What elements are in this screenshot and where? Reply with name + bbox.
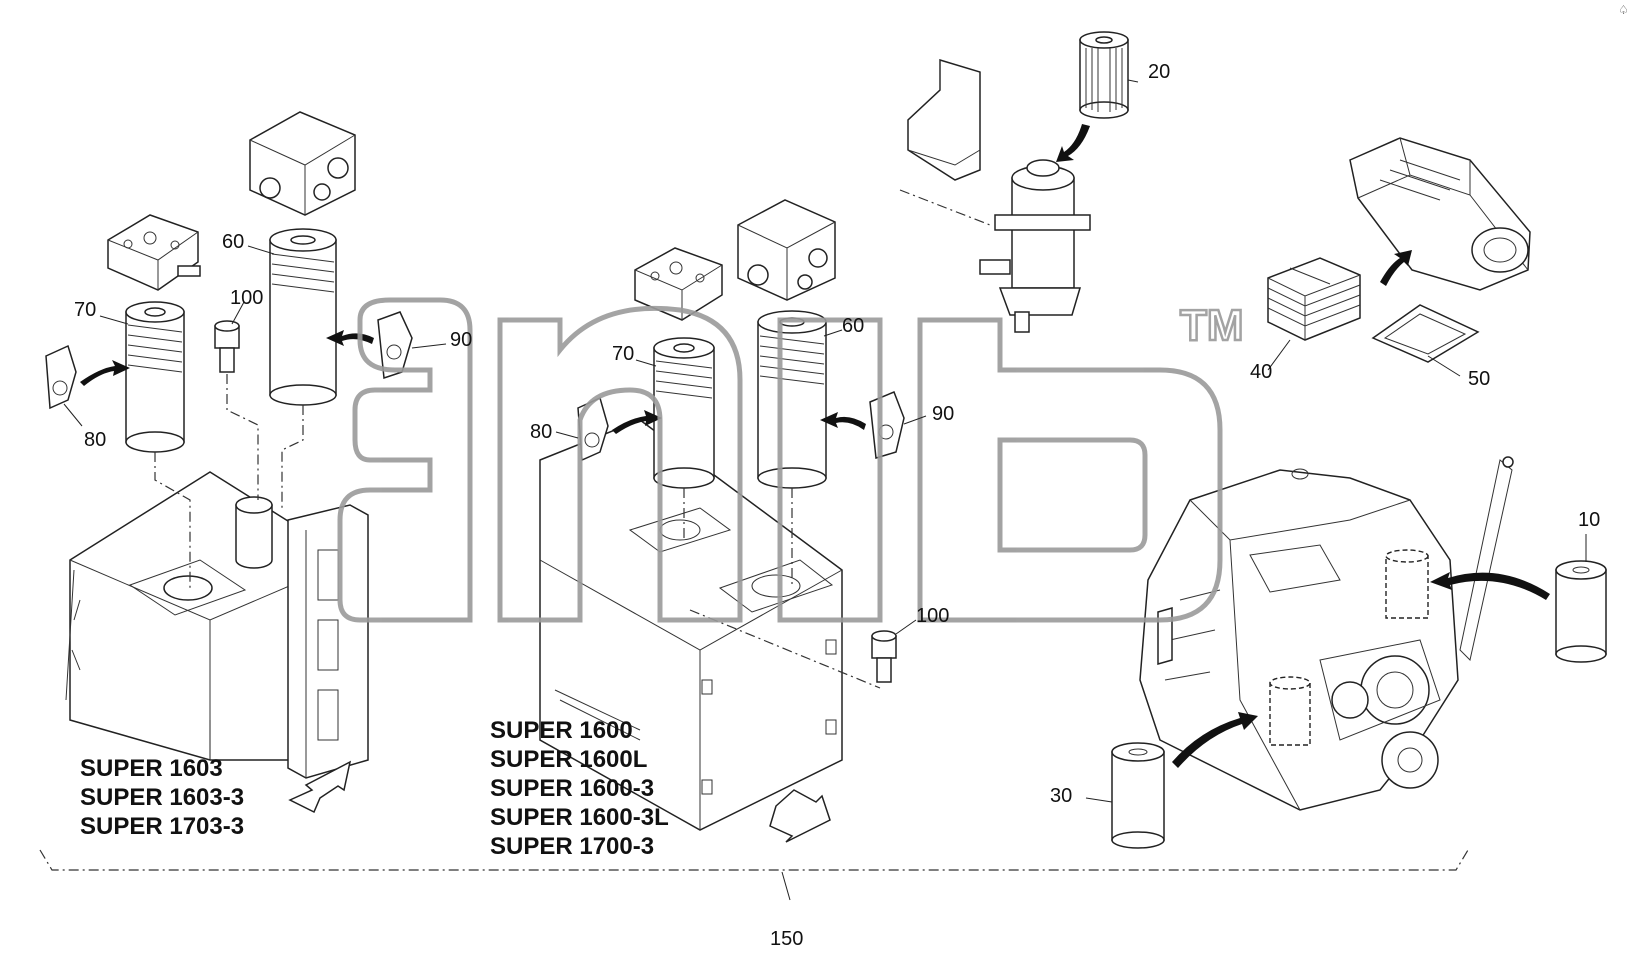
fuel-filter-element-20 — [1079, 31, 1129, 119]
trademark-symbol: TM — [1180, 301, 1244, 350]
bolt-100-left — [214, 320, 240, 373]
callout-60-right: 60 — [842, 315, 864, 337]
left-filter-head-small — [107, 214, 201, 291]
watermark-logo: TM — [337, 297, 1245, 623]
leader-70-right — [635, 359, 657, 367]
leader-100-left — [231, 301, 245, 325]
model-list-center: SUPER 1600 SUPER 1600L SUPER 1600-3 SUPE… — [490, 717, 669, 860]
model-center-2: SUPER 1600L — [490, 746, 647, 773]
leader-70-left — [99, 315, 129, 325]
direction-arrow-center — [769, 789, 831, 843]
callout-80-right: 80 — [530, 421, 552, 443]
air-filter-element-50 — [1371, 304, 1480, 363]
oil-bottle-90-right — [869, 391, 905, 459]
callout-20: 20 — [1148, 61, 1170, 83]
callout-10: 10 — [1578, 509, 1600, 531]
left-filter-port — [235, 496, 273, 569]
callout-90-left: 90 — [450, 329, 472, 351]
center-filter-head-small — [634, 247, 723, 321]
bracket-line — [899, 189, 991, 226]
group-bracket-150 — [39, 849, 1469, 871]
engine-filter-location-upper — [1385, 549, 1429, 619]
arrow-90-right — [820, 412, 866, 430]
fuel-filter-housing — [979, 159, 1091, 333]
oil-bottle-80-left — [45, 344, 77, 410]
arrow-40 — [1380, 250, 1412, 286]
left-sight-gauge — [287, 504, 369, 779]
engine-filter-location-lower — [1269, 676, 1311, 746]
arrow-80-right — [612, 410, 662, 434]
leader-90-left — [411, 343, 447, 349]
leader-100-right — [895, 619, 917, 635]
model-list-left: SUPER 1603 SUPER 1603-3 SUPER 1703-3 — [80, 755, 244, 840]
leader-40 — [1267, 339, 1291, 371]
engine-assembly — [1139, 456, 1514, 811]
callout-100-right: 100 — [916, 605, 949, 627]
leader-90-right — [903, 415, 927, 425]
bolt-100-right — [871, 630, 897, 683]
assembly-line-70-left — [154, 452, 191, 590]
callout-60-left: 60 — [222, 231, 244, 253]
callout-70-left: 70 — [74, 299, 96, 321]
left-filter-head-large — [249, 111, 356, 216]
assembly-line-60-left — [281, 405, 304, 510]
filter-element-70-left — [125, 301, 185, 453]
model-left-1: SUPER 1603 — [80, 755, 223, 782]
leader-60-right — [823, 329, 843, 337]
direction-arrow-left — [288, 760, 352, 814]
arrow-30 — [1172, 712, 1258, 768]
arrow-80-left — [80, 360, 130, 386]
callout-100-left: 100 — [230, 287, 263, 309]
callout-50: 50 — [1468, 368, 1490, 390]
fuel-filter-30 — [1111, 742, 1165, 849]
oil-filter-10 — [1555, 560, 1607, 663]
fuel-filter-bracket — [907, 58, 981, 181]
leader-80-right — [555, 431, 579, 439]
assembly-line-100-left — [226, 374, 259, 500]
leader-30 — [1085, 797, 1113, 803]
leader-80-left — [63, 403, 83, 427]
air-cleaner-housing — [1349, 137, 1531, 291]
filter-element-60-left — [269, 228, 337, 406]
leader-150 — [781, 871, 791, 901]
callout-30: 30 — [1050, 785, 1072, 807]
model-left-2: SUPER 1603-3 — [80, 784, 244, 811]
model-left-3: SUPER 1703-3 — [80, 813, 244, 840]
arrow-20 — [1056, 124, 1090, 162]
callout-40: 40 — [1250, 361, 1272, 383]
callout-80-left: 80 — [84, 429, 106, 451]
leader-20 — [1127, 79, 1139, 83]
callout-90-right: 90 — [932, 403, 954, 425]
leader-50 — [1427, 355, 1461, 377]
model-center-5: SUPER 1700-3 — [490, 833, 654, 860]
callout-70-right: 70 — [612, 343, 634, 365]
leader-60-left — [247, 245, 275, 255]
center-filter-head-large — [737, 199, 836, 301]
filter-element-70-right — [653, 337, 715, 489]
model-center-3: SUPER 1600-3 — [490, 775, 654, 802]
arrow-10 — [1430, 572, 1550, 600]
model-center-1: SUPER 1600 — [490, 717, 633, 744]
air-filter-element-40 — [1267, 257, 1361, 341]
callout-150: 150 — [770, 928, 803, 950]
model-center-4: SUPER 1600-3L — [490, 804, 669, 831]
assembly-line-100-right — [689, 609, 881, 689]
corner-mark: ♤ — [1618, 3, 1629, 17]
filter-element-60-right — [757, 310, 827, 489]
